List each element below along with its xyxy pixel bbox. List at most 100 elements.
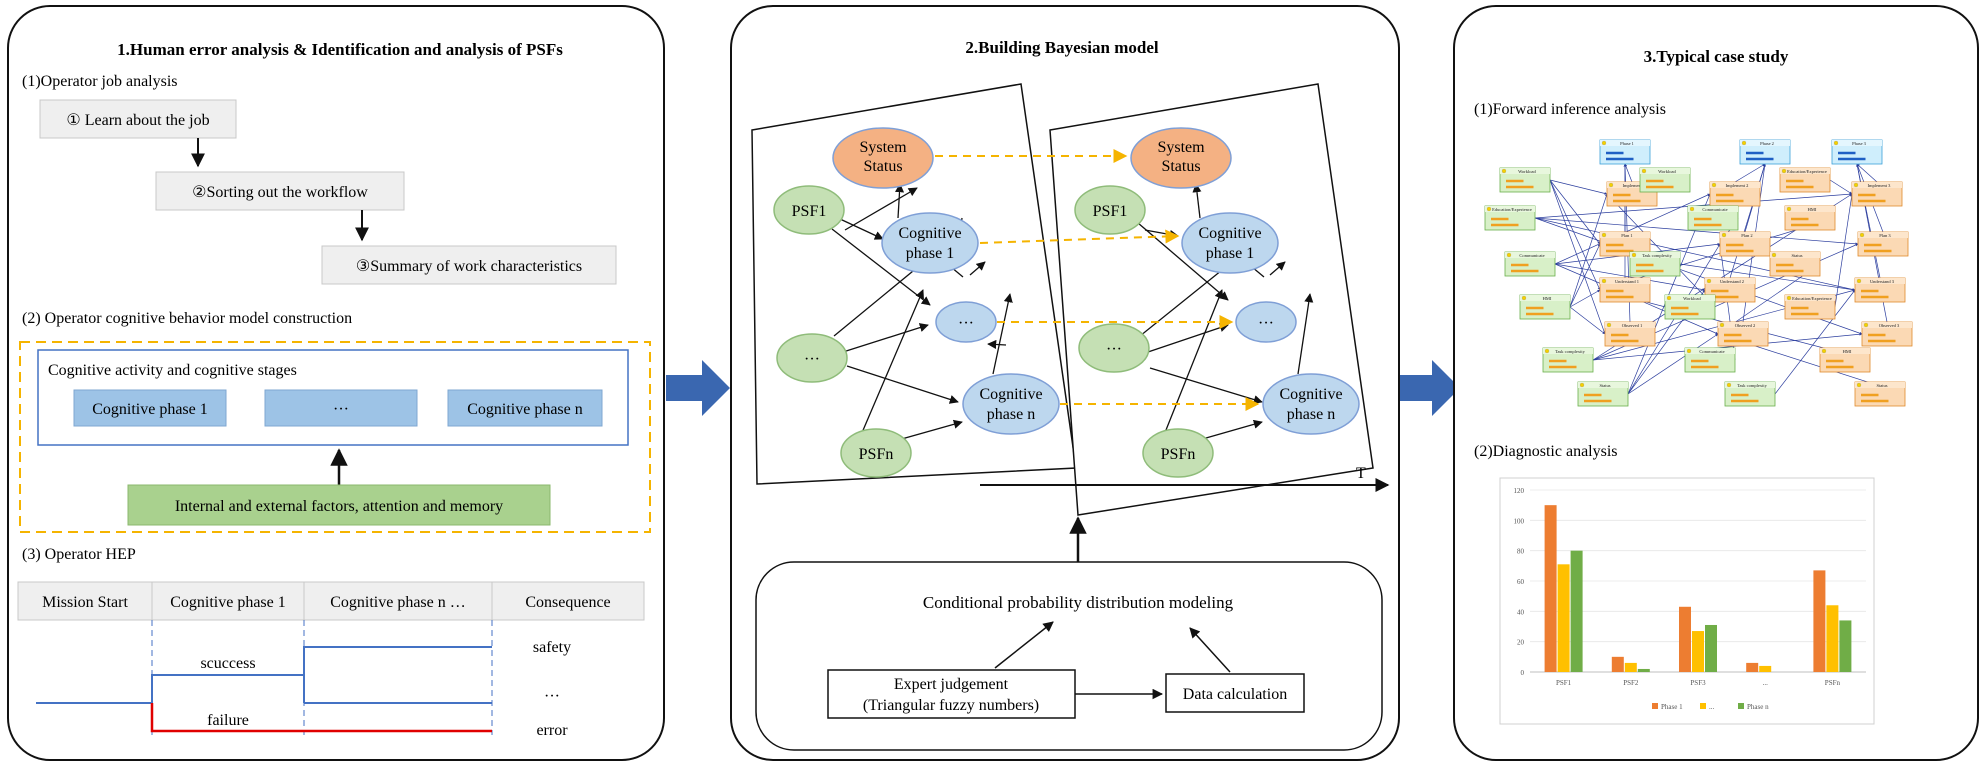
network-node: Phase 3 <box>1831 139 1883 165</box>
s2-psf-mid-node <box>1078 323 1150 373</box>
cognitive-model-heading: (2) Operator cognitive behavior model co… <box>22 310 352 327</box>
step3-label: ③Summary of work characteristics <box>356 258 582 275</box>
expert-to-cpd-arrow <box>994 621 1054 669</box>
chart-bar <box>1557 564 1570 672</box>
network-node-label: Education/Experience <box>1787 169 1827 174</box>
network-node: Communicate <box>1684 347 1736 373</box>
network-node: Workload <box>1664 294 1716 320</box>
panel2-title: 2.Building Bayesian model <box>965 38 1158 57</box>
time-axis-label: T <box>1356 465 1366 482</box>
network-node-label: Communicate <box>1519 253 1544 258</box>
factors-label: Internal and external factors, attention… <box>175 498 503 515</box>
chart-x-tick-label: ... <box>1763 679 1769 687</box>
hep-outcome-mid: ··· <box>544 688 560 705</box>
temporal-arrow-phase1 <box>979 229 1180 244</box>
network-node-label: Plan 2 <box>1741 233 1752 238</box>
step1-label: ① Learn about the job <box>66 112 209 129</box>
network-node: HMI <box>1819 347 1871 373</box>
step3-box <box>321 245 617 285</box>
chart-legend-label: Phase 1 <box>1661 703 1683 711</box>
s2-system-status-node <box>1130 127 1232 189</box>
s1-psf-mid-node <box>776 333 848 383</box>
network-node: Understand 1 <box>1599 277 1651 303</box>
network-node-label: Implement 2 <box>1726 183 1749 188</box>
chart-legend-label: ... <box>1709 703 1715 711</box>
network-node: Phase 1 <box>1599 139 1651 165</box>
network-node-label: Status <box>1599 383 1610 388</box>
network-node-label: HMI <box>1808 207 1817 212</box>
network-node: HMI <box>1784 205 1836 231</box>
network-node-label: Observed 2 <box>1735 323 1756 328</box>
chart-bar <box>1839 620 1852 672</box>
chart-legend-label: Phase n <box>1747 703 1769 711</box>
cognitive-phase-1-box <box>73 389 227 427</box>
chart-bar <box>1705 624 1717 672</box>
s1-phase-mid-label: ··· <box>958 315 974 332</box>
cognitive-phase-mid-label: ··· <box>333 401 349 418</box>
expert-judgement-line1: Expert judgement <box>894 676 1009 693</box>
network-node: Observed 1 <box>1604 321 1656 347</box>
chart-y-tick-label: 120 <box>1514 487 1525 495</box>
network-node: Education/Experience <box>1484 205 1536 231</box>
forward-inference-heading: (1)Forward inference analysis <box>1474 101 1666 118</box>
network-node-label: Status <box>1876 383 1887 388</box>
network-node-label: Education/Experience <box>1792 296 1832 301</box>
network-node: Plan 2 <box>1719 231 1771 257</box>
network-node-label: Workload <box>1658 169 1676 174</box>
hep-outcome-safety: safety <box>533 639 571 656</box>
s1-psf-mid-label: ··· <box>804 351 820 368</box>
network-node: Phase 2 <box>1739 139 1791 165</box>
chart-x-tick-label: PSFn <box>1825 679 1841 687</box>
panel1-title: 1.Human error analysis & Identification … <box>117 40 563 59</box>
s1-psf1-label: PSF1 <box>792 203 827 220</box>
chart-x-tick-label: PSF2 <box>1623 679 1639 687</box>
hep-col-consequence: Consequence <box>525 594 610 611</box>
s2-phase-mid-node <box>1235 301 1297 343</box>
s1-phasen-line2: phase n <box>987 406 1035 423</box>
chart-bar <box>1679 606 1691 672</box>
step2-label: ②Sorting out the workflow <box>192 184 368 201</box>
network-node: Education/Experience <box>1779 167 1831 193</box>
s2-psfn-node <box>1142 428 1214 478</box>
network-node: Education/Experience <box>1784 294 1836 320</box>
cognitive-phase-mid-box <box>264 389 418 427</box>
job-analysis-heading: (1)Operator job analysis <box>22 73 178 90</box>
s2-psf1-node <box>1074 185 1146 235</box>
network-node-label: Phase 1 <box>1620 141 1634 146</box>
s2-psf-mid-label: ··· <box>1106 341 1122 358</box>
network-node-label: Plan 1 <box>1621 233 1632 238</box>
s2-phasen-line2: phase n <box>1287 406 1335 423</box>
s1-cognitive-phase-n-node <box>962 373 1060 435</box>
network-node-label: Observed 3 <box>1879 323 1900 328</box>
cognitive-phase-n-box <box>447 389 603 427</box>
network-node-label: Communicate <box>1699 349 1724 354</box>
cognitive-phase-n-label: Cognitive phase n <box>467 401 583 418</box>
network-node: Observed 2 <box>1717 321 1769 347</box>
chart-y-tick-label: 40 <box>1517 608 1525 616</box>
hep-col-phase-1: Cognitive phase 1 <box>170 594 286 611</box>
s1-phasen-line1: Cognitive <box>979 386 1042 403</box>
step1-box <box>39 99 237 139</box>
panel-bayesian-model: 2.Building Bayesian model T System S <box>730 5 1400 761</box>
network-node-label: Observed 1 <box>1622 323 1643 328</box>
network-node: Task complexity <box>1542 347 1594 373</box>
network-node-label: Workload <box>1683 296 1701 301</box>
chart-bar <box>1624 662 1637 672</box>
chart-y-tick-label: 80 <box>1517 548 1525 556</box>
chart-legend-swatch <box>1652 703 1658 709</box>
s1-system-status-node <box>832 127 934 189</box>
hep-success-path <box>36 646 492 704</box>
chart-x-tick-label: PSF3 <box>1690 679 1706 687</box>
chart-bar <box>1637 668 1650 672</box>
s2-phasen-line1: Cognitive <box>1279 386 1342 403</box>
s1-phase-mid-node <box>935 301 997 343</box>
network-node: Understand 3 <box>1854 277 1906 303</box>
s1-system-status-line1: System <box>859 139 907 156</box>
network-node: Status <box>1854 381 1906 407</box>
s2-psf1-label: PSF1 <box>1093 203 1128 220</box>
cpd-title: Conditional probability distribution mod… <box>923 593 1234 612</box>
s2-phase1-line1: Cognitive <box>1198 225 1261 242</box>
network-node-label: Implement 3 <box>1868 183 1892 188</box>
network-node-label: Phase 3 <box>1852 141 1867 146</box>
